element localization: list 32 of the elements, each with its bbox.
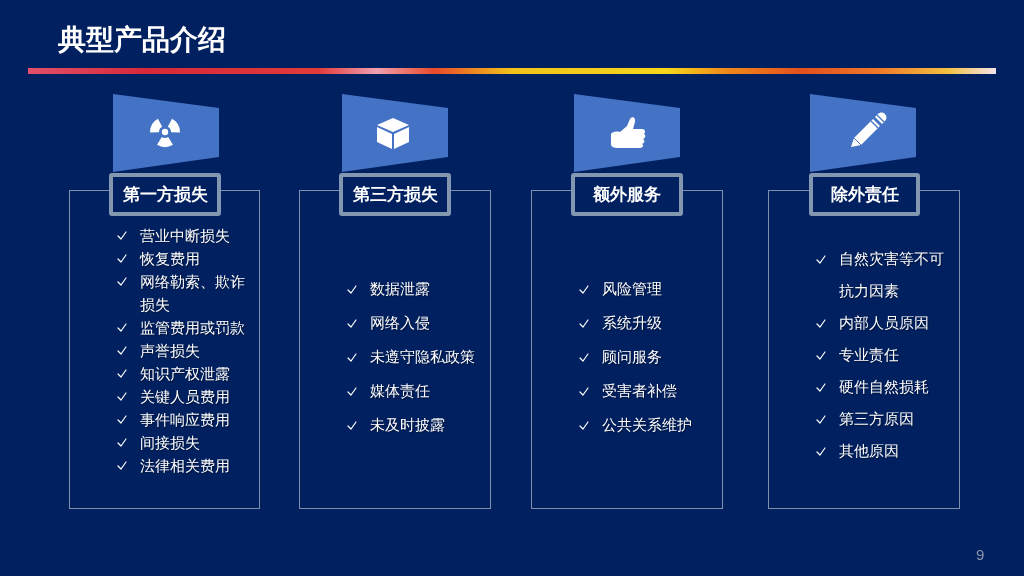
list-item: 自然灾害等不可抗力因素 [839,249,945,301]
category-heading-box: 额外服务 [571,173,683,216]
list-item: 媒体责任 [370,381,431,401]
list-item: 受害者补偿 [602,381,678,401]
page-number: 9 [976,546,985,564]
list-item: 专业责任 [839,345,900,365]
list-item: 事件响应费用 [140,410,231,430]
list-item: 其他原因 [839,441,900,461]
list-item: 法律相关费用 [140,456,231,476]
list-item: 硬件自然损耗 [839,377,930,397]
list-item: 营业中断损失 [140,226,231,246]
list-item: 未遵守隐私政策 [370,347,476,367]
list-item: 公共关系维护 [602,415,693,435]
list-item: 未及时披露 [370,415,446,435]
list-item: 关键人员费用 [140,387,231,407]
list-item: 间接损失 [140,433,201,453]
category-heading-box: 第一方损失 [109,173,221,216]
list-item: 恢复费用 [140,249,201,269]
list-item: 知识产权泄露 [140,364,231,384]
list-item: 系统升级 [602,313,663,333]
list-item: 声誉损失 [140,341,201,361]
list-item: 风险管理 [602,279,663,299]
list-item: 网络入侵 [370,313,431,333]
category-heading-box: 第三方损失 [339,173,451,216]
list-item: 顾问服务 [602,347,663,367]
list-item: 数据泄露 [370,279,431,299]
list-item: 监管费用或罚款 [140,318,246,338]
list-item: 内部人员原因 [839,313,930,333]
category-heading-box: 除外责任 [809,173,920,216]
list-item: 第三方原因 [839,409,915,429]
slide-title: 典型产品介绍 [58,23,226,57]
list-item: 网络勒索、欺诈损失 [140,272,246,315]
